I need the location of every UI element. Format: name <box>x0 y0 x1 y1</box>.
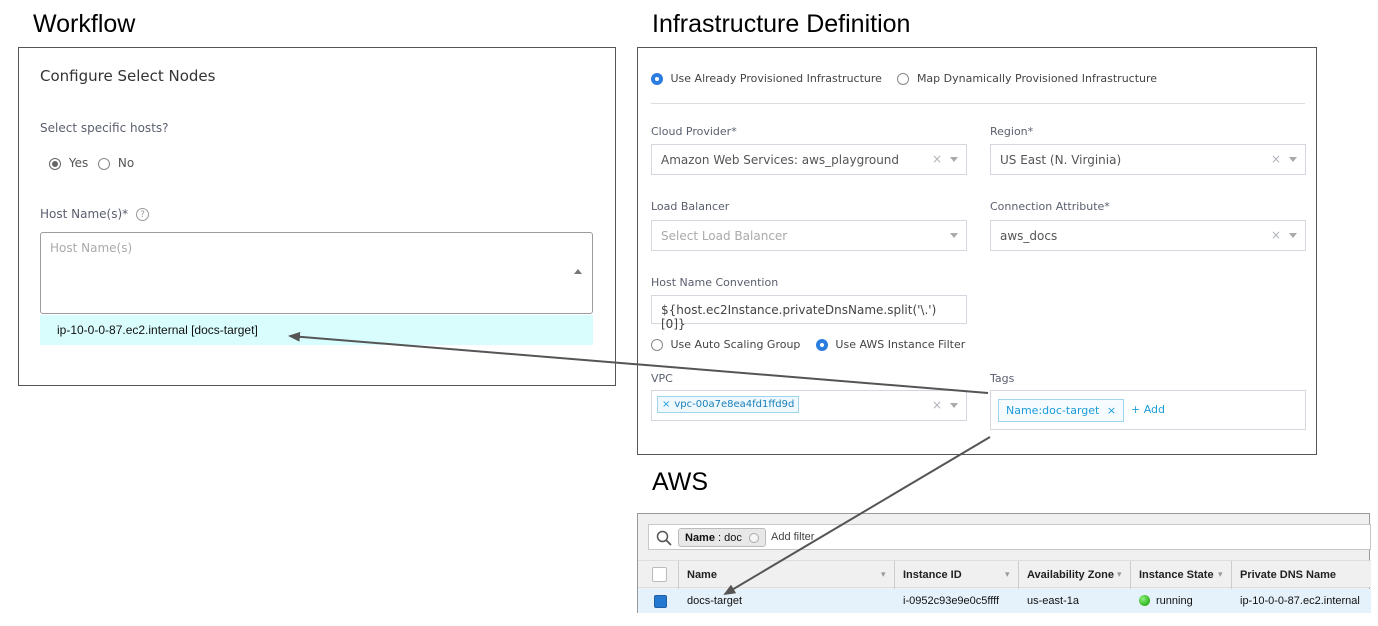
dynamic-radio[interactable] <box>897 73 910 85</box>
infra-title: Infrastructure Definition <box>652 10 911 38</box>
instance-filter-radio[interactable] <box>815 339 828 351</box>
panel-heading: Configure Select Nodes <box>40 67 216 85</box>
select-hosts-radio-group: Yes No <box>49 156 134 170</box>
region-label: Region* <box>990 125 1034 138</box>
provisioned-label: Use Already Provisioned Infrastructure <box>670 72 882 85</box>
no-radio[interactable] <box>98 157 111 170</box>
clear-icon[interactable]: × <box>1270 152 1281 166</box>
select-all-checkbox[interactable] <box>652 567 667 582</box>
cloud-provider-label: Cloud Provider* <box>651 125 737 138</box>
clear-icon[interactable]: × <box>931 152 942 166</box>
vpc-tag-label: vpc-00a7e8ea4fd1ffd9d <box>674 399 795 410</box>
region-select[interactable]: US East (N. Virginia) × <box>990 144 1306 175</box>
hostnames-field-label: Host Name(s)* ? <box>40 207 149 221</box>
provision-radio-group: Use Already Provisioned Infrastructure M… <box>651 72 1157 85</box>
cloud-provider-value: Amazon Web Services: aws_playground <box>661 153 900 167</box>
lb-select[interactable]: Select Load Balancer <box>651 220 967 251</box>
asg-radio[interactable] <box>651 339 663 351</box>
col-divider <box>1018 561 1019 589</box>
workflow-title: Workflow <box>33 10 136 38</box>
col-divider <box>894 561 895 589</box>
hostnames-label-text: Host Name(s)* <box>40 207 129 221</box>
cell-instance-id: i-0952c93e9e0c5ffff <box>903 595 1000 607</box>
dynamic-label: Map Dynamically Provisioned Infrastructu… <box>916 72 1158 85</box>
help-icon[interactable]: ? <box>135 208 149 221</box>
col-name[interactable]: Name <box>687 569 717 581</box>
vpc-select[interactable]: ×vpc-00a7e8ea4fd1ffd9d × <box>651 390 967 421</box>
filter-remove-icon[interactable] <box>748 533 759 544</box>
tag-remove-icon[interactable]: × <box>662 399 671 410</box>
tags-input[interactable]: Name:doc-target × + Add <box>990 390 1306 430</box>
cell-az: us-east-1a <box>1027 595 1079 607</box>
filter-sep: : <box>714 532 725 544</box>
hnc-label: Host Name Convention <box>651 276 779 289</box>
col-divider <box>1130 561 1131 589</box>
clear-icon[interactable]: × <box>1270 228 1281 242</box>
provisioned-radio[interactable] <box>651 73 663 85</box>
chevron-down-icon[interactable] <box>1289 233 1297 238</box>
aws-instances-panel: Name : doc Add filter Name ▾ Instance ID… <box>637 513 1371 613</box>
aws-title: AWS <box>652 468 709 496</box>
select-hosts-label: Select specific hosts? <box>40 121 169 135</box>
vpc-tag: ×vpc-00a7e8ea4fd1ffd9d <box>657 396 800 413</box>
table-header: Name ▾ Instance ID ▾ Availability Zone ▾… <box>638 560 1371 589</box>
conn-select[interactable]: aws_docs × <box>990 220 1306 251</box>
col-dns[interactable]: Private DNS Name <box>1240 569 1336 581</box>
sort-icon[interactable]: ▾ <box>1218 569 1223 579</box>
tag-chip-label: Name:doc-target <box>1006 404 1100 417</box>
filter-value: doc <box>724 532 742 544</box>
instance-filter-label: Use AWS Instance Filter <box>835 338 966 351</box>
search-icon <box>656 530 672 546</box>
tag-remove-icon[interactable]: × <box>1106 404 1117 417</box>
add-filter-input[interactable]: Add filter <box>771 531 815 543</box>
col-divider <box>678 561 679 589</box>
divider <box>651 103 1305 104</box>
hostnames-placeholder: Host Name(s) <box>50 241 133 255</box>
col-divider <box>1231 561 1232 589</box>
sort-icon[interactable]: ▾ <box>1117 569 1122 579</box>
lb-label: Load Balancer <box>651 200 730 213</box>
yes-radio[interactable] <box>49 157 61 170</box>
table-row[interactable]: docs-target i-0952c93e9e0c5ffff us-east-… <box>638 589 1371 613</box>
chevron-down-icon[interactable] <box>950 403 958 408</box>
checkbox-icon[interactable] <box>654 595 667 608</box>
sort-icon[interactable]: ▾ <box>1005 569 1010 579</box>
chevron-down-icon[interactable] <box>1289 157 1297 162</box>
region-value: US East (N. Virginia) <box>1000 153 1122 167</box>
no-label: No <box>117 156 135 170</box>
caret-up-icon[interactable] <box>574 269 582 274</box>
col-state[interactable]: Instance State <box>1139 569 1214 581</box>
yes-label: Yes <box>68 156 89 170</box>
cell-state: running <box>1156 595 1193 607</box>
col-az[interactable]: Availability Zone <box>1027 569 1115 581</box>
tag-chip: Name:doc-target × <box>998 399 1125 422</box>
cloud-provider-select[interactable]: Amazon Web Services: aws_playground × <box>651 144 967 175</box>
host-option[interactable]: ip-10-0-0-87.ec2.internal [docs-target] <box>40 315 593 345</box>
chevron-down-icon[interactable] <box>950 233 958 238</box>
status-dot-icon <box>1139 595 1150 606</box>
filter-key: Name <box>685 532 715 544</box>
conn-label: Connection Attribute* <box>990 200 1110 213</box>
tags-label: Tags <box>990 372 1015 385</box>
hnc-input[interactable]: ${host.ec2Instance.privateDnsName.split(… <box>651 295 967 331</box>
infra-panel: Use Already Provisioned Infrastructure M… <box>637 47 1317 455</box>
clear-icon[interactable]: × <box>931 398 942 412</box>
filter-radio-group: Use Auto Scaling Group Use AWS Instance … <box>651 338 965 351</box>
vpc-label: VPC <box>651 372 673 385</box>
col-instance-id[interactable]: Instance ID <box>903 569 962 581</box>
chevron-down-icon[interactable] <box>950 157 958 162</box>
cell-name: docs-target <box>687 595 743 607</box>
add-tag-button[interactable]: + Add <box>1131 403 1166 416</box>
conn-value: aws_docs <box>1000 229 1058 243</box>
filter-bar[interactable]: Name : doc Add filter <box>648 524 1371 550</box>
asg-label: Use Auto Scaling Group <box>670 338 801 351</box>
hostnames-input[interactable]: Host Name(s) <box>40 232 593 314</box>
filter-token: Name : doc <box>678 528 766 547</box>
cell-dns: ip-10-0-0-87.ec2.internal <box>1240 595 1360 607</box>
lb-placeholder: Select Load Balancer <box>661 229 788 243</box>
workflow-panel: Configure Select Nodes Select specific h… <box>18 47 616 386</box>
sort-icon[interactable]: ▾ <box>881 569 886 579</box>
